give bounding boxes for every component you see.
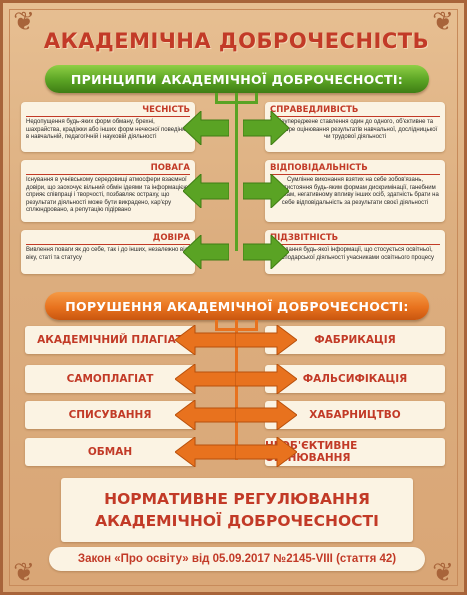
principles-branch-line (215, 101, 258, 104)
left-arrow-icon (183, 174, 229, 208)
corner-ornament-icon: ❦ (13, 558, 35, 588)
principle-title: ДОВІРА (26, 233, 190, 245)
right-arrow-icon (243, 174, 289, 208)
right-arrow-icon (235, 364, 297, 394)
violations-branch-line (215, 320, 218, 330)
right-arrow-icon (235, 325, 297, 355)
law-reference: Закон «Про освіту» від 05.09.2017 №2145-… (49, 547, 425, 571)
principle-respect: ПОВАГА Існування в учнівському середовищ… (21, 160, 195, 222)
right-arrow-icon (235, 400, 297, 430)
violations-trunk-line (235, 320, 238, 460)
corner-ornament-icon: ❦ (13, 7, 35, 37)
principle-title: ПОВАГА (26, 163, 190, 175)
principle-text: Недопущення будь-яких форм обману, брехн… (26, 119, 189, 141)
violations-branch-line (255, 320, 258, 330)
principle-text: Сумлінне виконання взятих на себе зобов'… (271, 177, 439, 206)
left-arrow-icon (183, 111, 229, 145)
principle-title: ПІДЗВІТНІСТЬ (270, 233, 440, 245)
left-arrow-icon (175, 437, 237, 467)
right-arrow-icon (243, 111, 289, 145)
principle-accountability: ПІДЗВІТНІСТЬ Надання будь-якої інформаці… (265, 230, 445, 274)
principles-branch-line (215, 93, 218, 103)
violation-plagiarism: АКАДЕМІЧНИЙ ПЛАГІАТ (25, 326, 195, 354)
violation-self-plagiarism: САМОПЛАГІАТ (25, 365, 195, 393)
principle-text: Вивлення поваги як до себе, так і до інш… (26, 247, 189, 261)
corner-ornament-icon: ❦ (432, 558, 454, 588)
principles-branch-line (255, 93, 258, 103)
regulation-line-1: НОРМАТИВНЕ РЕГУЛЮВАННЯ (104, 490, 370, 508)
principle-text: Неупереджене ставлення один до одного, о… (272, 119, 438, 141)
violations-heading: ПОРУШЕННЯ АКАДЕМІЧНОЇ ДОБРОЧЕСНОСТІ: (45, 292, 429, 320)
principle-honesty: ЧЕСНІСТЬ Недопущення будь-яких форм обма… (21, 102, 195, 152)
regulation-panel: НОРМАТИВНЕ РЕГУЛЮВАННЯ АКАДЕМІЧНОЇ ДОБРО… (61, 478, 413, 542)
principle-title: СПРАВЕДЛИВІСТЬ (270, 105, 440, 117)
left-arrow-icon (175, 400, 237, 430)
left-arrow-icon (183, 235, 229, 269)
violation-fabrication: ФАБРИКАЦІЯ (265, 326, 445, 354)
violations-branch-line (215, 328, 258, 331)
principle-title: ВІДПОВІДАЛЬНІСТЬ (270, 163, 440, 175)
left-arrow-icon (175, 364, 237, 394)
principle-trust: ДОВІРА Вивлення поваги як до себе, так і… (21, 230, 195, 274)
principle-text: Існування в учнівському середовищі атмос… (26, 177, 190, 214)
principle-responsibility: ВІДПОВІДАЛЬНІСТЬ Сумлінне виконання взят… (265, 160, 445, 222)
corner-ornament-icon: ❦ (432, 7, 454, 37)
principle-fairness: СПРАВЕДЛИВІСТЬ Неупереджене ставлення од… (265, 102, 445, 152)
principle-text: Надання будь-якої інформації, що стосуєт… (275, 247, 435, 261)
principles-heading: ПРИНЦИПИ АКАДЕМІЧНОЇ ДОБРОЧЕСНОСТІ: (45, 65, 429, 93)
violation-deception: ОБМАН (25, 438, 195, 466)
right-arrow-icon (243, 235, 289, 269)
principle-title: ЧЕСНІСТЬ (26, 105, 190, 117)
violation-cheating: СПИСУВАННЯ (25, 401, 195, 429)
regulation-line-2: АКАДЕМІЧНОЇ ДОБРОЧЕСНОСТІ (95, 512, 379, 530)
page-title: АКАДЕМІЧНА ДОБРОЧЕСНІСТЬ (43, 29, 430, 53)
right-arrow-icon (235, 437, 297, 467)
principles-trunk-line (235, 93, 238, 251)
left-arrow-icon (175, 325, 237, 355)
